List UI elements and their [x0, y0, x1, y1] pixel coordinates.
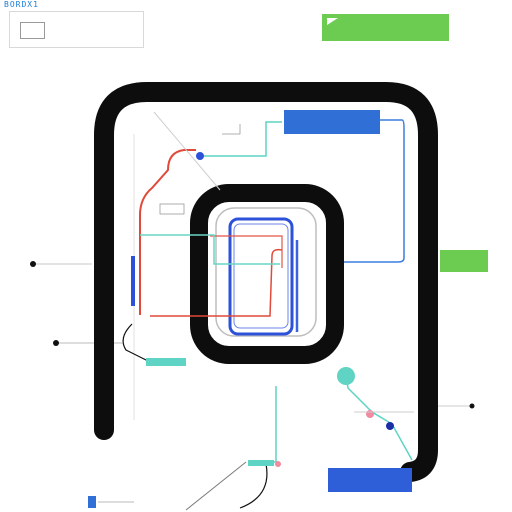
- right-node: [469, 403, 475, 409]
- red-path-inner: [150, 248, 283, 317]
- small-bracket: [222, 124, 241, 135]
- black-curve-bottom: [239, 463, 268, 509]
- dark-blue-node: [386, 422, 394, 430]
- blue-node: [196, 152, 204, 160]
- diagonal-guide: [153, 111, 221, 191]
- teal-path-3: [345, 375, 413, 461]
- pink-node-2: [275, 461, 281, 467]
- pink-node: [366, 410, 374, 418]
- red-path-left: [139, 149, 196, 315]
- blue-path-right: [344, 119, 405, 263]
- badge-top-right: [322, 14, 449, 41]
- left-node: [30, 261, 36, 267]
- teal-path-4: [250, 386, 277, 463]
- grey-diagonal: [185, 461, 247, 511]
- left-node-2: [53, 340, 59, 346]
- blue-loop-inner: [233, 223, 289, 329]
- badge-blue-bottom: [328, 468, 412, 492]
- blue-loop: [228, 217, 294, 336]
- badge-green-side: [440, 250, 488, 272]
- legend-card: [9, 11, 144, 48]
- blue-marker: [88, 496, 96, 508]
- teal-path-2: [200, 121, 282, 157]
- teal-node: [337, 367, 355, 385]
- black-curve-left: [122, 323, 151, 363]
- badge-blue-top: [284, 110, 380, 134]
- red-path-top: [210, 235, 283, 268]
- header-label: BORDX1: [4, 0, 39, 9]
- teal-label-box: [146, 358, 186, 366]
- teal-path-1: [140, 234, 280, 265]
- teal-strip: [248, 460, 274, 466]
- legend-swatch: [20, 22, 45, 39]
- small-box: [159, 203, 185, 215]
- inner-loop: [190, 184, 344, 364]
- inner-frame: [215, 207, 317, 337]
- outer-loop: [94, 82, 438, 482]
- arrow-icon: [327, 18, 338, 25]
